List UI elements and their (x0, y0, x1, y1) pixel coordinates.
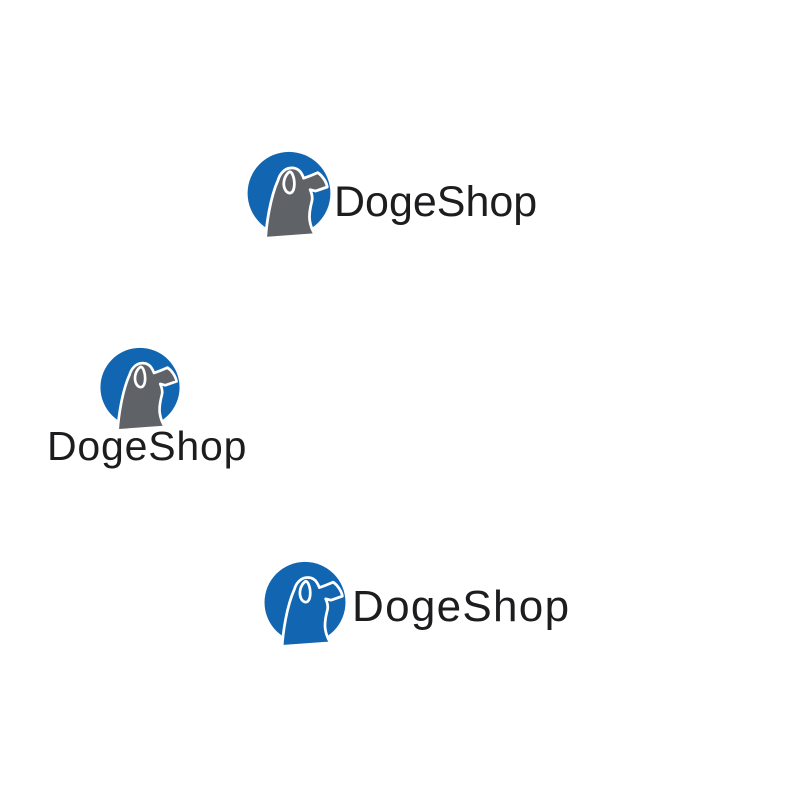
dogeshop-dog-icon (247, 151, 331, 240)
dog-ear (282, 170, 296, 195)
dog-head-silhouette (280, 576, 344, 648)
dogeshop-dog-icon-lineart (264, 561, 346, 648)
wordmark-middle: DogeShop (47, 423, 248, 469)
dogeshop-dog-icon (100, 347, 180, 432)
wordmark-top: DogeShop (334, 178, 538, 226)
dog-head-silhouette (116, 361, 178, 432)
dog-head-silhouette (264, 166, 329, 240)
dog-ear (298, 579, 312, 604)
dog-ear (133, 365, 147, 389)
wordmark-bottom: DogeShop (352, 582, 571, 631)
